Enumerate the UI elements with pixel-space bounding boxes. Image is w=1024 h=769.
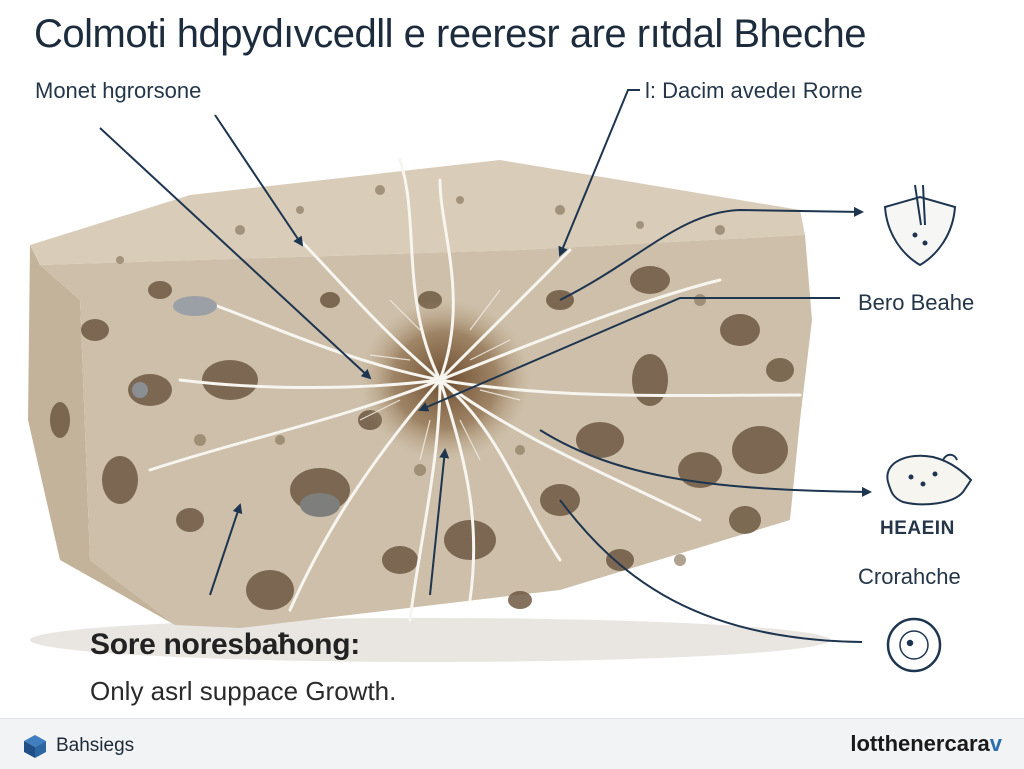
label-right-caps: HEAEIN <box>880 518 955 540</box>
stone <box>173 296 217 316</box>
footer-brand-label: Bahsiegs <box>56 735 134 757</box>
footer-bar: Bahsiegs lotthenercarav <box>0 718 1024 769</box>
label-right-middle: Bero Beahe <box>858 290 974 316</box>
footer-watermark: lotthenercarav <box>850 731 1002 757</box>
caption-heading: Sore noresbaħong: <box>90 628 360 662</box>
label-right-lower: Crorahche <box>858 564 961 590</box>
caption-subtext: Only asrl suppace Growth. <box>90 676 396 707</box>
label-top-left: Monet hgrorsone <box>35 78 201 104</box>
stone <box>300 493 340 517</box>
watermark-accent: v <box>990 731 1002 756</box>
porous-block-illustration <box>0 0 1024 718</box>
shield-icon <box>885 185 955 265</box>
watermark-main: lotthenercara <box>850 731 989 756</box>
bag-icon <box>887 455 971 505</box>
label-top-right: l: Dacim avedeı Rorne <box>645 78 863 104</box>
circle-target-icon <box>888 619 940 671</box>
page-title: Colmoti hdpydıvcedll e reeresr are rıtda… <box>34 12 866 57</box>
cube-logo-icon <box>22 733 48 759</box>
footer-brand[interactable]: Bahsiegs <box>22 733 134 759</box>
stone <box>132 382 148 398</box>
